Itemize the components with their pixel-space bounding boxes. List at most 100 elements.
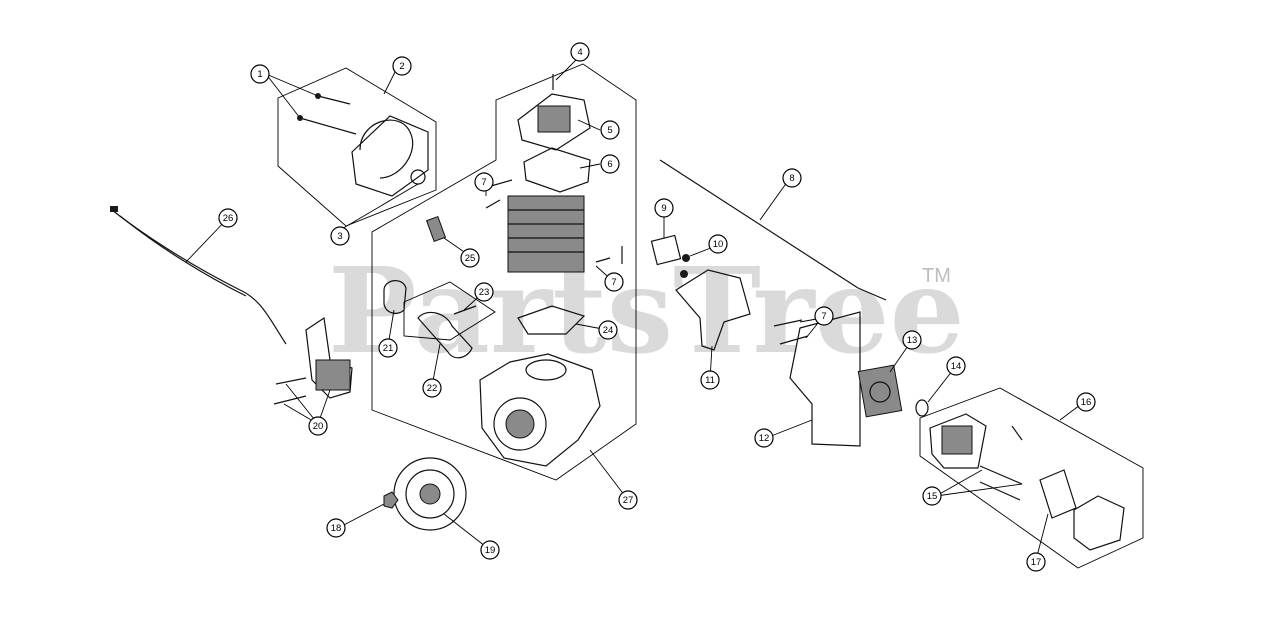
callout-c25: 25 xyxy=(460,248,480,268)
callout-c18: 18 xyxy=(326,518,346,538)
callout-c8: 8 xyxy=(782,168,802,188)
callout-c19: 19 xyxy=(480,540,500,560)
callout-c24: 24 xyxy=(598,320,618,340)
callout-label: 14 xyxy=(951,361,962,372)
callout-circle xyxy=(618,490,638,510)
callout-c2: 2 xyxy=(392,56,412,76)
group-box-intake xyxy=(403,281,496,341)
crankcase-part xyxy=(479,353,601,467)
callout-c7a: 7 xyxy=(474,172,494,192)
callout-c7b: 7 xyxy=(604,272,624,292)
cylinder-part xyxy=(483,179,623,273)
callout-c13: 13 xyxy=(902,330,922,350)
callout-label: 27 xyxy=(623,495,634,506)
fan-shroud-part xyxy=(297,93,429,197)
callout-c14: 14 xyxy=(946,356,966,376)
callout-circle xyxy=(814,306,834,326)
callout-circle xyxy=(480,540,500,560)
callout-circle xyxy=(460,248,480,268)
callout-circle xyxy=(598,320,618,340)
callout-label: 7 xyxy=(611,277,616,288)
heat-shield-part xyxy=(789,311,861,447)
callout-label: 12 xyxy=(759,433,770,444)
ignition-wire-part xyxy=(110,206,287,345)
air-filter-parts xyxy=(929,413,1125,551)
callouts-layer: 1234567778910111213141516171819202122232… xyxy=(218,42,1096,572)
callout-c16: 16 xyxy=(1076,392,1096,412)
callout-c10: 10 xyxy=(708,234,728,254)
callout-label: 23 xyxy=(479,287,490,298)
callout-label: 4 xyxy=(577,47,582,58)
callout-circle xyxy=(422,378,442,398)
callout-circle xyxy=(922,486,942,506)
callout-circle xyxy=(708,234,728,254)
callout-label: 22 xyxy=(427,383,438,394)
callout-circle xyxy=(654,198,674,218)
callout-c3: 3 xyxy=(330,226,350,246)
callout-c1: 1 xyxy=(250,64,270,84)
callout-c11: 11 xyxy=(700,370,720,390)
carb-gasket-part xyxy=(915,399,929,417)
callout-label: 10 xyxy=(713,239,724,250)
callout-c23: 23 xyxy=(474,282,494,302)
callout-circle xyxy=(378,338,398,358)
ignition-coil-part xyxy=(273,316,353,405)
callout-circle xyxy=(700,370,720,390)
carburetor-part xyxy=(857,364,903,418)
callout-c12: 12 xyxy=(754,428,774,448)
callout-circle xyxy=(600,154,620,174)
callout-c26: 26 xyxy=(218,208,238,228)
callout-label: 15 xyxy=(927,491,938,502)
callout-label: 21 xyxy=(383,343,394,354)
screws-7c-part xyxy=(773,319,809,345)
callout-label: 9 xyxy=(661,203,666,214)
callout-c7c: 7 xyxy=(814,306,834,326)
callout-c17: 17 xyxy=(1026,552,1046,572)
callout-label: 8 xyxy=(789,173,794,184)
callout-circle xyxy=(782,168,802,188)
callout-c15: 15 xyxy=(922,486,942,506)
cylinder-cover-part xyxy=(517,74,591,193)
callout-c5: 5 xyxy=(600,120,620,140)
group-box-shroud xyxy=(277,67,437,227)
callout-label: 7 xyxy=(481,177,486,188)
callout-label: 13 xyxy=(907,335,918,346)
callout-circle xyxy=(1026,552,1046,572)
callout-label: 3 xyxy=(337,231,342,242)
watermark-trademark: TM xyxy=(922,265,951,287)
callout-circle xyxy=(308,416,328,436)
callout-label: 7 xyxy=(821,311,826,322)
callout-circle xyxy=(754,428,774,448)
callout-circle xyxy=(218,208,238,228)
intake-parts xyxy=(383,280,477,359)
callout-c6: 6 xyxy=(600,154,620,174)
callout-label: 6 xyxy=(607,159,612,170)
callout-circle xyxy=(570,42,590,62)
callout-label: 26 xyxy=(223,213,234,224)
callout-label: 18 xyxy=(331,523,342,534)
callout-label: 2 xyxy=(399,61,404,72)
callout-c20: 20 xyxy=(308,416,328,436)
callout-circle xyxy=(392,56,412,76)
flywheel-part xyxy=(383,457,467,531)
bracket-parts xyxy=(650,234,751,351)
callout-circle xyxy=(600,120,620,140)
group-box-engine xyxy=(371,63,637,481)
intake-gasket-part xyxy=(517,305,586,335)
throttle-cable-part xyxy=(659,159,887,301)
callout-label: 1 xyxy=(257,69,262,80)
callout-circle xyxy=(326,518,346,538)
spark-plug-part xyxy=(425,215,447,243)
callout-label: 5 xyxy=(607,125,612,136)
callout-c27: 27 xyxy=(618,490,638,510)
watermark-text: PartsTree xyxy=(328,241,965,380)
callout-c22: 22 xyxy=(422,378,442,398)
callout-circle xyxy=(330,226,350,246)
callout-label: 16 xyxy=(1081,397,1092,408)
callout-circle xyxy=(604,272,624,292)
callout-circle xyxy=(474,172,494,192)
callout-label: 20 xyxy=(313,421,324,432)
callout-c9: 9 xyxy=(654,198,674,218)
